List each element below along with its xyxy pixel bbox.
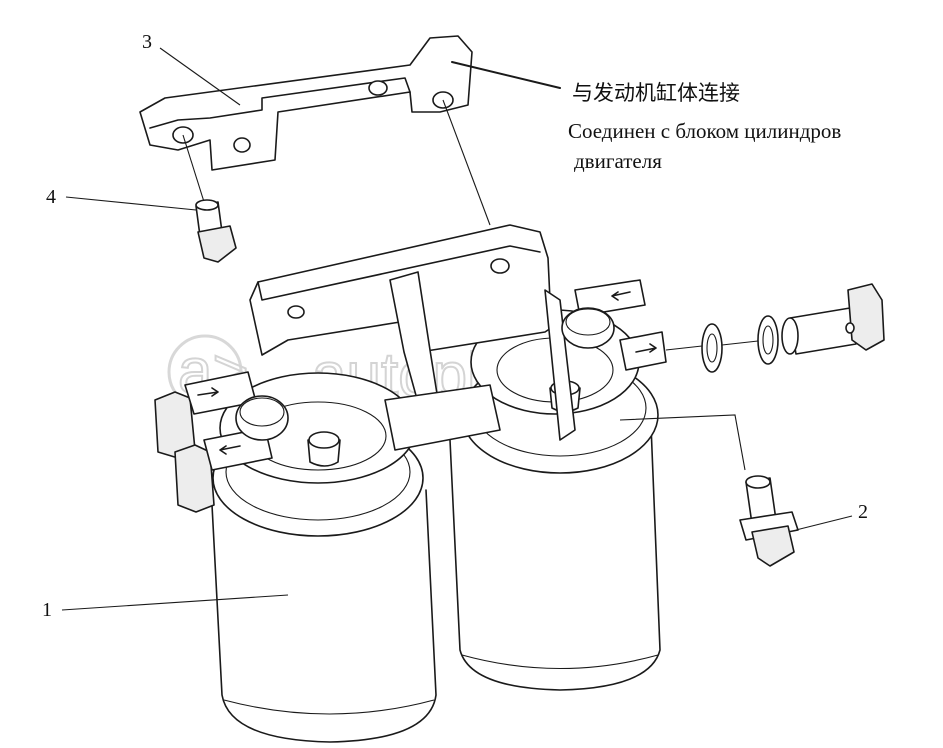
bolt2-axis-line xyxy=(619,414,746,471)
right-upper-outlet-block xyxy=(574,279,646,317)
left-bleed-plug-top xyxy=(239,397,285,427)
callout-2: 2 xyxy=(858,501,868,523)
bracket-bolt-hole-mid xyxy=(233,137,251,153)
bolt2-tip xyxy=(745,475,771,489)
callout-4: 4 xyxy=(46,186,56,208)
sealing-washer-inner-hole xyxy=(706,333,718,363)
right-canister-bottom-rim xyxy=(461,654,659,669)
bracket-lower-block xyxy=(384,384,501,451)
leader-engine-connection xyxy=(451,61,561,89)
left-canister-bottom-rim xyxy=(223,699,435,715)
left-lower-fitting-hex xyxy=(174,444,215,513)
banjo-sleeve-end xyxy=(781,317,799,355)
right-lower-flow-arrow-icon xyxy=(635,343,657,353)
banjo-fitting-set xyxy=(665,283,885,373)
sealing-washer-inner xyxy=(701,323,723,373)
right-fittings xyxy=(561,279,667,371)
note-russian-line2: двигателя xyxy=(574,149,662,173)
sealing-washer-outer-hole xyxy=(762,325,774,355)
bolt4-axis-line xyxy=(182,134,206,206)
mounting-bracket-edge xyxy=(149,77,411,129)
leader-lines xyxy=(61,47,853,611)
callout-1: 1 xyxy=(42,599,52,621)
right-canister-body xyxy=(449,399,661,691)
mounting-bracket xyxy=(139,35,491,226)
mounting-bracket-body xyxy=(139,35,473,171)
left-canister-body xyxy=(211,489,437,743)
left-lower-flow-arrow-icon xyxy=(219,445,241,455)
bracket-flange-edge xyxy=(257,245,541,301)
right-bleed-plug-top xyxy=(565,308,611,336)
right-upper-flow-arrow-icon xyxy=(611,291,631,301)
bracket-right-web xyxy=(544,289,576,441)
bracket-bolt-hole-center xyxy=(368,80,388,96)
bolt-part-4 xyxy=(195,199,237,263)
bracket-hole-left xyxy=(287,305,305,319)
banjo-port xyxy=(845,322,855,334)
leader-2 xyxy=(795,515,853,531)
filter-bracket xyxy=(249,224,576,451)
bracket-hole-right xyxy=(490,258,510,274)
bolt4-hex-head xyxy=(197,225,237,263)
left-upper-flow-arrow-icon xyxy=(197,387,219,397)
left-center-bolt-head xyxy=(308,431,340,449)
leader-4 xyxy=(65,196,197,211)
note-russian-line1: Соединен с блоком цилиндров xyxy=(568,119,841,143)
left-fittings xyxy=(154,371,289,513)
sealing-washer-outer xyxy=(757,315,779,365)
mount-axis-line xyxy=(442,99,491,226)
note-chinese: 与发动机缸体连接 xyxy=(572,81,740,105)
banjo-assembly-axis xyxy=(665,340,759,351)
left-bleed-plug xyxy=(235,395,289,441)
bolt2-hex-head xyxy=(751,525,795,567)
right-bleed-plug xyxy=(561,307,615,349)
banjo-hex-head xyxy=(847,283,885,351)
bolt4-tip xyxy=(195,199,219,211)
leader-3 xyxy=(159,47,241,106)
callout-3: 3 xyxy=(142,31,152,53)
leader-1 xyxy=(61,594,289,611)
